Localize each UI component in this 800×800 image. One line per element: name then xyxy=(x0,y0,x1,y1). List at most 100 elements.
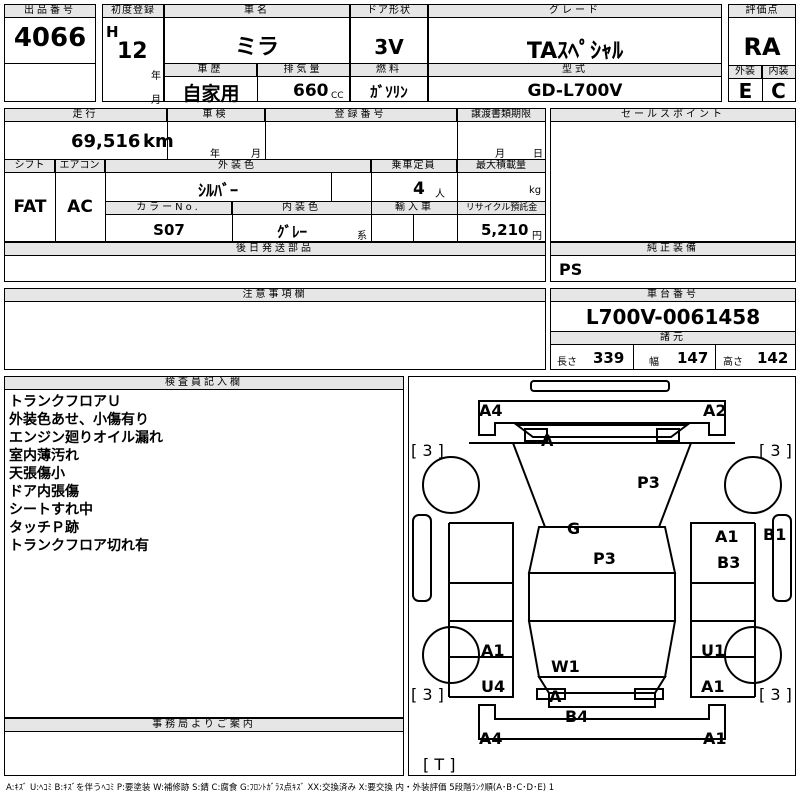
damage-diagram-box: A4 A2 [ 3 ] [ 3 ] A P3 G A1 B1 B3 P3 A1 … xyxy=(408,376,796,776)
inspector-notes-label: 検査員記入欄 xyxy=(5,377,403,390)
damage-mark: A2 xyxy=(703,401,727,420)
damage-mark: B3 xyxy=(717,553,741,572)
registration-year: 12 xyxy=(117,39,148,64)
inspector-note: 外装色あせ、小傷有り xyxy=(9,412,149,428)
lot-number-label: 出品番号 xyxy=(5,5,95,18)
height-label: 高さ xyxy=(723,357,743,368)
shift-label: シフト xyxy=(5,160,55,173)
km-unit: km xyxy=(143,131,174,152)
door-box: ドア形状 3V 燃料 ｶﾞｿﾘﾝ xyxy=(350,4,428,102)
air-conditioner: AC xyxy=(67,197,93,217)
chassis-label: 車台番号 xyxy=(551,289,795,302)
door-type: 3V xyxy=(374,35,404,59)
height: 142 xyxy=(757,349,789,367)
damage-mark: [ 3 ] xyxy=(759,685,792,704)
width: 147 xyxy=(677,349,709,367)
inspector-note: ドア内張傷 xyxy=(9,484,79,500)
damage-mark: A xyxy=(549,687,562,706)
later-parts-label: 後日発送部品 xyxy=(5,243,545,256)
inspector-note: 室内薄汚れ xyxy=(9,448,79,464)
car-name-box: 車名 ミラ 車歴 排気量 自家用 660 CC xyxy=(164,4,350,105)
displacement: 660 xyxy=(293,81,329,101)
width-label: 幅 xyxy=(649,357,659,368)
damage-mark: A4 xyxy=(479,729,503,748)
auction-score: RA xyxy=(743,33,781,61)
car-name-label: 車名 xyxy=(165,5,349,18)
history: 自家用 xyxy=(182,83,240,105)
sales-point-box: セールスポイント xyxy=(550,108,796,242)
transfer-deadline-label: 譲渡書類期限 xyxy=(457,109,545,122)
capacity: 4 xyxy=(413,179,425,199)
damage-mark: A1 xyxy=(715,527,739,546)
damage-mark: [ 3 ] xyxy=(411,685,444,704)
sales-point-label: セールスポイント xyxy=(551,109,795,122)
reg-number-label: 登録番号 xyxy=(265,109,457,122)
notes-label: 注意事項欄 xyxy=(5,289,545,302)
damage-mark: [ T ] xyxy=(423,755,456,774)
car-name: ミラ xyxy=(234,35,279,60)
exterior-label: 外装 xyxy=(729,66,762,79)
transfer-day-unit: 日 xyxy=(533,149,543,160)
lot-number: 4066 xyxy=(13,23,87,53)
inspector-notes-box: 検査員記入欄 トランクフロアＵ 外装色あせ、小傷有り エンジン廻りオイル漏れ 室… xyxy=(4,376,404,718)
interior-color: ｸﾞﾚｰ xyxy=(276,223,307,241)
max-load-label: 最大積載量 xyxy=(457,160,545,173)
era: H xyxy=(106,23,119,41)
notes-box: 注意事項欄 xyxy=(4,288,546,370)
inspector-note: トランクフロア切れ有 xyxy=(9,538,149,554)
damage-mark: A1 xyxy=(701,677,725,696)
person-unit: 人 xyxy=(435,189,445,200)
damage-mark: A1 xyxy=(703,729,727,748)
color-number: S07 xyxy=(153,221,185,239)
color-label: 外装色 xyxy=(105,160,371,173)
damage-mark: A1 xyxy=(481,641,505,660)
grade: TAｽﾍﾟｼｬﾙ xyxy=(526,39,624,64)
inspector-note: 天張傷小 xyxy=(9,466,65,482)
color-number-label: カラーNo. xyxy=(106,202,232,215)
damage-mark: U4 xyxy=(481,677,506,696)
damage-mark: [ 3 ] xyxy=(411,441,444,460)
history-label: 車歴 xyxy=(165,64,257,77)
transfer-month-unit: 月 xyxy=(495,149,505,160)
recycle-fee-label: リサイクル預託金 xyxy=(458,202,545,215)
first-registration-box: 初度登録 H 12 年 月 xyxy=(102,4,164,106)
score-label: 評価点 xyxy=(729,5,795,18)
exterior-grade: E xyxy=(738,79,753,103)
inspector-notes-list: トランクフロアＵ 外装色あせ、小傷有り エンジン廻りオイル漏れ 室内薄汚れ 天張… xyxy=(9,393,163,555)
ac-label: エアコン xyxy=(55,160,105,173)
equipment: PS xyxy=(559,260,583,279)
damage-mark: W1 xyxy=(551,657,580,676)
grade-label: グレード xyxy=(429,5,721,18)
inspector-note: タッチＰ跡 xyxy=(9,520,79,536)
chassis-number: L700V-0061458 xyxy=(585,305,761,329)
damage-mark: B1 xyxy=(763,525,787,544)
capacity-label: 乗車定員 xyxy=(371,160,457,173)
recycle-fee: 5,210 xyxy=(481,221,529,239)
damage-mark: G xyxy=(567,519,581,538)
damage-mark: P3 xyxy=(637,473,660,492)
interior-label: 内装 xyxy=(762,66,795,79)
damage-mark: U1 xyxy=(701,641,726,660)
interior-grade: C xyxy=(771,79,786,103)
damage-mark: [ 3 ] xyxy=(759,441,792,460)
yen-unit: 円 xyxy=(532,231,542,242)
inspection-month-unit: 月 xyxy=(251,149,261,160)
fuel-label: 燃料 xyxy=(351,64,427,77)
import-label: 輸入車 xyxy=(372,202,457,215)
office-notice-label: 事務局よりご案内 xyxy=(5,719,403,732)
equipment-box: 純正装備 PS xyxy=(550,242,796,282)
inspection-label: 車検 xyxy=(167,109,265,122)
cc-unit: CC xyxy=(331,91,344,101)
dimensions-label: 諸元 xyxy=(551,332,795,345)
inspector-note: シートすれ中 xyxy=(9,502,93,518)
shift: FAT xyxy=(13,197,47,217)
kg-unit: kg xyxy=(529,185,542,196)
exterior-color: ｼﾙﾊﾞｰ xyxy=(197,181,238,200)
damage-mark: A xyxy=(541,431,554,450)
vehicle-details-box: 走行 車検 登録番号 譲渡書類期限 69,516 km 年 月 月 日 シフト … xyxy=(4,108,546,242)
car-body-diagram xyxy=(412,380,792,740)
length: 339 xyxy=(593,349,625,367)
fuel: ｶﾞｿﾘﾝ xyxy=(370,83,408,101)
displacement-label: 排気量 xyxy=(257,64,349,77)
mileage: 69,516 xyxy=(71,131,141,152)
